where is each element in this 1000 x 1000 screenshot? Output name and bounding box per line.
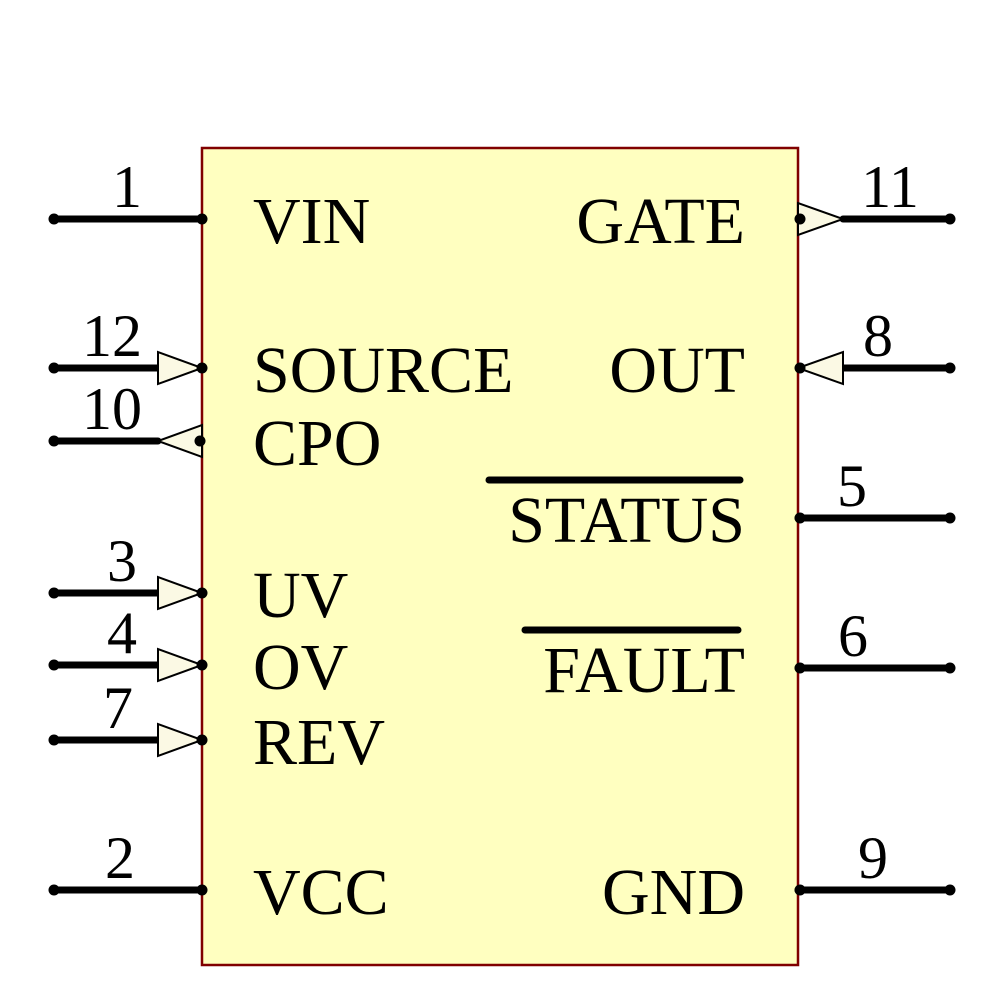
pin-ov[interactable]: 4 OV <box>48 600 349 704</box>
pin-end-dot <box>48 884 60 896</box>
pin-input-arrow-icon <box>795 350 844 386</box>
pin-name: OUT <box>609 334 745 407</box>
pin-name: VIN <box>253 185 370 258</box>
pin-end-dot <box>944 512 956 524</box>
pin-input-arrow-icon <box>157 647 205 683</box>
pin-number: 5 <box>837 453 867 519</box>
pin-junction-dot <box>794 662 806 674</box>
pin-end-dot <box>48 213 60 225</box>
pin-gate[interactable]: 11 GATE <box>576 154 956 258</box>
pin-name: OV <box>253 631 348 704</box>
pin-name: REV <box>253 706 385 779</box>
pin-vcc[interactable]: 2 VCC <box>48 825 389 929</box>
pin-end-dot <box>944 884 956 896</box>
pin-name: GATE <box>576 185 745 258</box>
pin-name: UV <box>253 559 348 632</box>
pin-junction-dot <box>794 362 806 374</box>
pin-junction-dot <box>196 362 208 374</box>
pin-name: GND <box>602 856 745 929</box>
pin-rev[interactable]: 7 REV <box>48 675 386 779</box>
pin-number: 1 <box>112 154 142 220</box>
pin-cpo[interactable]: 10 CPO <box>48 376 382 480</box>
pin-number: 4 <box>107 600 137 666</box>
pin-junction-dot <box>196 587 208 599</box>
pin-number: 6 <box>838 603 868 669</box>
pin-end-dot <box>48 659 60 671</box>
pin-number: 10 <box>82 376 142 442</box>
pin-vin[interactable]: 1 VIN <box>48 154 371 258</box>
pin-uv[interactable]: 3 UV <box>48 528 349 632</box>
pin-name: SOURCE <box>253 334 513 407</box>
pin-number: 12 <box>82 303 142 369</box>
pin-name: CPO <box>253 407 381 480</box>
component-body[interactable] <box>200 146 800 967</box>
pin-junction-dot <box>794 512 806 524</box>
pin-end-dot <box>48 362 60 374</box>
pin-gnd[interactable]: 9 GND <box>602 825 956 929</box>
pin-junction-dot <box>194 435 206 447</box>
pin-end-dot <box>48 587 60 599</box>
pin-input-arrow-icon <box>157 722 205 758</box>
pin-junction-dot <box>196 213 208 225</box>
pin-end-dot <box>48 734 60 746</box>
pin-number: 11 <box>861 154 919 220</box>
pin-junction-dot <box>196 884 208 896</box>
pin-number: 9 <box>858 825 888 891</box>
pin-end-dot <box>944 213 956 225</box>
pin-fault[interactable]: 6 FAULT <box>521 603 956 707</box>
pin-number: 7 <box>103 675 133 741</box>
pin-input-arrow-icon <box>157 350 205 386</box>
pin-number: 8 <box>863 303 893 369</box>
pin-source[interactable]: 12 SOURCE <box>48 303 514 407</box>
pin-end-dot <box>944 362 956 374</box>
pin-name: FAULT <box>543 634 745 707</box>
pin-junction-dot <box>794 213 806 225</box>
pin-end-dot <box>944 662 956 674</box>
pin-junction-dot <box>196 659 208 671</box>
pin-input-arrow-icon <box>157 575 205 611</box>
pin-out[interactable]: 8 OUT <box>609 303 956 407</box>
pin-number: 2 <box>105 825 135 891</box>
pin-status[interactable]: 5 STATUS <box>485 453 956 557</box>
pin-junction-dot <box>794 884 806 896</box>
pin-name: STATUS <box>508 484 745 557</box>
pin-name: VCC <box>253 856 389 929</box>
pin-end-dot <box>48 435 60 447</box>
pin-junction-dot <box>196 734 208 746</box>
pin-number: 3 <box>107 528 137 594</box>
